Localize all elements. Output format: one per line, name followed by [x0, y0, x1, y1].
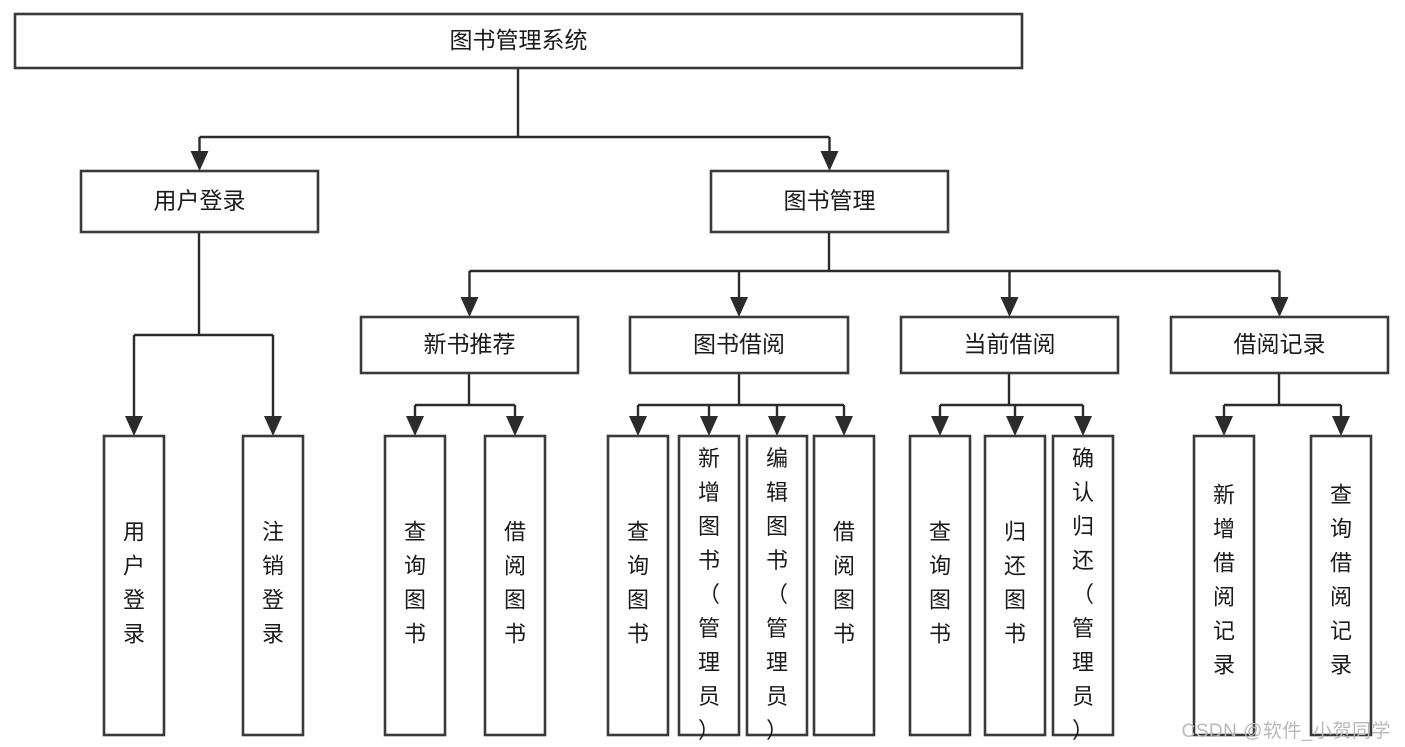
node-label-current-borrow: 当前借阅 — [964, 331, 1056, 357]
node-label-leaf-query-book-2: 查询图书 — [627, 520, 649, 647]
node-label-leaf-user-logout: 注销登录 — [262, 520, 284, 647]
node-label-leaf-add-book-admin: 新增图书（管理员） — [698, 446, 720, 743]
arrow-head-icon — [700, 416, 718, 436]
node-leaf-query-book-2[interactable]: 查询图书 — [606, 434, 670, 737]
node-leaf-query-book-1[interactable]: 查询图书 — [383, 434, 447, 737]
node-leaf-query-book-3[interactable]: 查询图书 — [908, 434, 972, 737]
arrow-head-icon — [1006, 416, 1024, 436]
node-box-leaf-edit-book-admin — [745, 434, 809, 737]
node-box-leaf-user-login — [102, 434, 166, 737]
node-leaf-add-borrow-record[interactable]: 新增借阅记录 — [1192, 434, 1256, 737]
node-label-leaf-return-book: 归还图书 — [1004, 520, 1026, 647]
node-label-leaf-borrow-book-2: 借阅图书 — [833, 520, 855, 647]
node-leaf-borrow-book-1[interactable]: 借阅图书 — [483, 434, 547, 737]
node-label-leaf-borrow-book-1: 借阅图书 — [504, 520, 526, 647]
node-borrow-record[interactable]: 借阅记录 — [1169, 315, 1390, 375]
arrow-head-icon — [768, 416, 786, 436]
node-label-book-borrow: 图书借阅 — [693, 331, 785, 357]
node-box-user-login — [79, 169, 320, 234]
node-book-management[interactable]: 图书管理 — [709, 169, 950, 234]
arrow-head-icon — [506, 416, 524, 436]
arrow-head-icon — [190, 151, 209, 171]
nodes-layer: 图书管理系统用户登录图书管理新书推荐图书借阅当前借阅借阅记录用户登录注销登录查询… — [13, 12, 1390, 743]
arrow-head-icon — [1000, 297, 1019, 317]
arrow-head-icon — [1270, 297, 1289, 317]
node-leaf-return-book[interactable]: 归还图书 — [983, 434, 1047, 737]
arrow-head-icon — [1332, 416, 1350, 436]
arrow-head-icon — [406, 416, 424, 436]
node-leaf-user-login[interactable]: 用户登录 — [102, 434, 166, 737]
node-label-leaf-edit-book-admin: 编辑图书（管理员） — [766, 446, 788, 743]
node-user-login[interactable]: 用户登录 — [79, 169, 320, 234]
arrow-head-icon — [730, 297, 748, 317]
node-leaf-user-logout[interactable]: 注销登录 — [241, 434, 305, 737]
node-current-borrow[interactable]: 当前借阅 — [899, 315, 1120, 375]
node-label-borrow-record: 借阅记录 — [1234, 331, 1326, 357]
node-label-user-login: 用户登录 — [154, 188, 246, 214]
edges-layer — [125, 68, 1350, 436]
node-label-leaf-user-login: 用户登录 — [123, 520, 145, 647]
node-label-leaf-add-borrow-record: 新增借阅记录 — [1213, 483, 1235, 678]
node-box-current-borrow — [899, 315, 1120, 375]
node-box-book-borrow — [628, 315, 850, 375]
node-box-book-management — [709, 169, 950, 234]
node-root[interactable]: 图书管理系统 — [13, 12, 1024, 70]
node-leaf-add-book-admin[interactable]: 新增图书（管理员） — [677, 434, 741, 743]
node-leaf-borrow-book-2[interactable]: 借阅图书 — [812, 434, 876, 737]
node-box-leaf-borrow-book-2 — [812, 434, 876, 737]
node-box-leaf-user-logout — [241, 434, 305, 737]
node-box-leaf-confirm-return-admin — [1051, 434, 1115, 737]
arrow-head-icon — [264, 416, 282, 436]
node-leaf-query-borrow-record[interactable]: 查询借阅记录 — [1309, 434, 1373, 737]
node-box-leaf-query-borrow-record — [1309, 434, 1373, 737]
arrow-head-icon — [835, 416, 853, 436]
arrow-head-icon — [820, 151, 839, 171]
node-label-leaf-query-book-3: 查询图书 — [929, 520, 951, 647]
arrow-head-icon — [931, 416, 949, 436]
node-box-leaf-query-book-2 — [606, 434, 670, 737]
arrow-head-icon — [460, 297, 479, 317]
arrow-head-icon — [629, 416, 647, 436]
node-box-leaf-query-book-1 — [383, 434, 447, 737]
node-label-leaf-confirm-return-admin: 确认归还（管理员） — [1072, 446, 1094, 743]
node-leaf-confirm-return-admin[interactable]: 确认归还（管理员） — [1051, 434, 1115, 743]
arrow-head-icon — [125, 416, 143, 436]
node-box-borrow-record — [1169, 315, 1390, 375]
arrow-head-icon — [1074, 416, 1092, 436]
node-label-book-management: 图书管理 — [784, 188, 876, 214]
node-label-leaf-query-book-1: 查询图书 — [404, 520, 426, 647]
csdn-watermark: CSDN @软件_小贺同学 — [1181, 721, 1391, 742]
node-book-borrow[interactable]: 图书借阅 — [628, 315, 850, 375]
node-box-leaf-add-book-admin — [677, 434, 741, 737]
node-box-root — [13, 12, 1024, 70]
node-leaf-edit-book-admin[interactable]: 编辑图书（管理员） — [745, 434, 809, 743]
node-label-root: 图书管理系统 — [450, 27, 588, 53]
node-box-leaf-return-book — [983, 434, 1047, 737]
node-box-leaf-add-borrow-record — [1192, 434, 1256, 737]
node-box-leaf-query-book-3 — [908, 434, 972, 737]
node-box-new-book-recommend — [359, 315, 580, 375]
node-new-book-recommend[interactable]: 新书推荐 — [359, 315, 580, 375]
node-label-new-book-recommend: 新书推荐 — [424, 331, 516, 357]
node-box-leaf-borrow-book-1 — [483, 434, 547, 737]
arrow-head-icon — [1215, 416, 1233, 436]
node-label-leaf-query-borrow-record: 查询借阅记录 — [1330, 483, 1352, 678]
